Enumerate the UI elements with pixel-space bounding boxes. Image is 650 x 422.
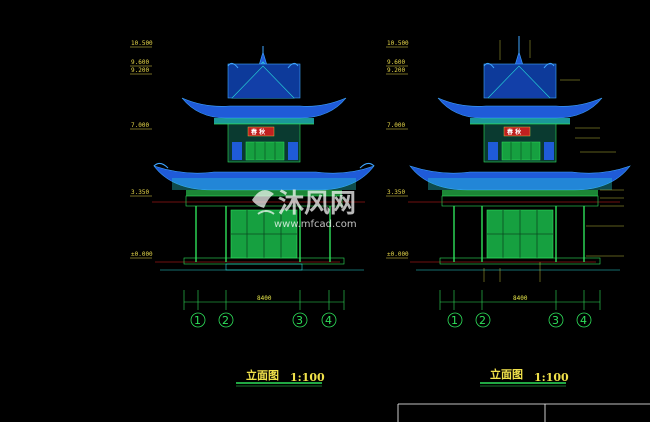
drawing-title: 立面图 1:100 [480, 367, 569, 387]
level-label: 7.000 [387, 122, 405, 129]
plaque-text: 春 秋 [506, 128, 522, 136]
level-label: 9.200 [131, 67, 149, 74]
ground-story [160, 195, 364, 271]
axis-label: 2 [222, 314, 229, 327]
axis-markers: 1 2 3 4 [190, 312, 337, 328]
scale-text: 1:100 [534, 371, 569, 384]
level-label: ±0.000 [131, 251, 153, 258]
level-marks: 10.500 9.600 9.200 7.000 3.350 ±0.000 [386, 40, 620, 263]
top-roof [181, 46, 347, 125]
title-text: 立面图 [490, 367, 523, 381]
watermark-text: 沐风网 [278, 189, 356, 219]
axis-label: 1 [451, 314, 458, 327]
level-label: ±0.000 [387, 251, 409, 258]
watermark: 沐风网 www.mfcad.com [252, 189, 357, 230]
level-label: 9.200 [387, 67, 405, 74]
leader-lines [483, 40, 624, 282]
axis-label: 3 [552, 314, 559, 327]
axis-label: 4 [325, 314, 332, 327]
watermark-logo-icon [252, 190, 275, 215]
level-label: 3.350 [131, 189, 149, 196]
level-label: 3.350 [387, 189, 405, 196]
ground-story [416, 195, 620, 271]
level-label: 7.000 [131, 122, 149, 129]
upper-story: 春 秋 [227, 123, 301, 163]
level-label: 9.600 [131, 59, 149, 66]
axis-label: 2 [479, 314, 486, 327]
top-roof [437, 36, 603, 125]
dimension-line: 8400 [183, 290, 345, 310]
dimension-label: 8400 [513, 295, 528, 302]
dimension-label: 8400 [257, 295, 272, 302]
level-label: 9.600 [387, 59, 405, 66]
upper-story: 春 秋 [483, 123, 557, 163]
axis-label: 3 [296, 314, 303, 327]
axis-label: 1 [194, 314, 201, 327]
level-label: 10.500 [131, 40, 153, 47]
title-block-frame [397, 403, 650, 422]
axis-markers: 1 2 3 4 [447, 312, 592, 328]
plaque-text: 春 秋 [250, 128, 266, 136]
lower-roof [409, 165, 631, 196]
dimension-line: 8400 [439, 290, 601, 310]
axis-label: 4 [580, 314, 587, 327]
watermark-url: www.mfcad.com [274, 219, 357, 230]
left-elevation: 10.500 9.600 9.200 7.000 3.350 ±0.000 [130, 40, 375, 387]
level-label: 10.500 [387, 40, 409, 47]
title-text: 立面图 [246, 368, 279, 382]
drawing-title: 立面图 1:100 [236, 368, 325, 387]
right-elevation: 10.500 9.600 9.200 7.000 3.350 ±0.000 [386, 36, 631, 387]
scale-text: 1:100 [290, 371, 325, 384]
